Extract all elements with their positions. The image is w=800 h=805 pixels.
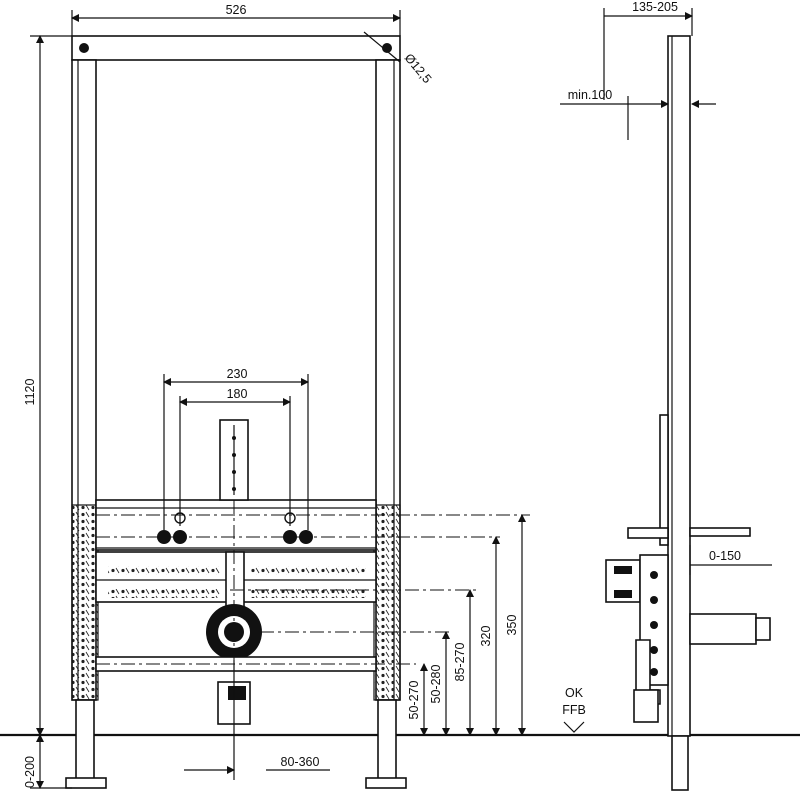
dim-350: 350 bbox=[505, 615, 519, 636]
side-leg bbox=[671, 735, 689, 791]
left-leg bbox=[75, 699, 95, 781]
dim-drain-offset: 80-360 bbox=[281, 755, 320, 769]
finished-floor-label-bottom: FFB bbox=[562, 703, 586, 717]
dim-50-270: 50-270 bbox=[407, 680, 421, 719]
dim-85-270: 85-270 bbox=[453, 642, 467, 681]
mounting-hole-right bbox=[382, 43, 392, 53]
side-outlet-cap bbox=[755, 617, 771, 641]
side-upper-arm bbox=[627, 527, 669, 539]
dim-frame-width: 526 bbox=[226, 3, 247, 17]
right-leg bbox=[377, 699, 397, 781]
inner-pipe bbox=[225, 551, 245, 613]
side-drain-outlet bbox=[633, 689, 659, 723]
finished-floor-label-top: OK bbox=[565, 686, 584, 700]
dim-hole-diameter: Ø12,5 bbox=[402, 51, 435, 86]
mounting-hole-left bbox=[79, 43, 89, 53]
dim-wall-offset: 0-150 bbox=[709, 549, 741, 563]
dim-height: 1120 bbox=[23, 379, 37, 406]
dim-side-depth: 135-205 bbox=[632, 0, 678, 14]
side-view: 135-205 min.100 0-150 bbox=[560, 0, 772, 791]
top-crossbar bbox=[71, 35, 401, 61]
dim-connection-spacing-outer: 230 bbox=[227, 367, 248, 381]
side-outlet-pipe bbox=[689, 613, 757, 645]
side-bracket-plate bbox=[659, 414, 669, 546]
side-column bbox=[667, 35, 691, 737]
dim-connection-spacing-inner: 180 bbox=[227, 387, 248, 401]
dim-320: 320 bbox=[479, 626, 493, 647]
side-wall-arm bbox=[689, 527, 751, 537]
right-foot bbox=[365, 777, 407, 789]
left-bracket-hatch bbox=[71, 504, 99, 701]
dim-50-280: 50-280 bbox=[429, 664, 443, 703]
dim-leg-extension: 0-200 bbox=[23, 756, 37, 788]
right-bracket-hatch bbox=[373, 504, 401, 701]
left-foot bbox=[65, 777, 107, 789]
front-view: 526 Ø12,5 1120 0-200 230 180 350 320 85-… bbox=[0, 3, 800, 789]
floor-level-marker bbox=[563, 721, 585, 733]
dim-min-clearance: min.100 bbox=[568, 88, 613, 102]
